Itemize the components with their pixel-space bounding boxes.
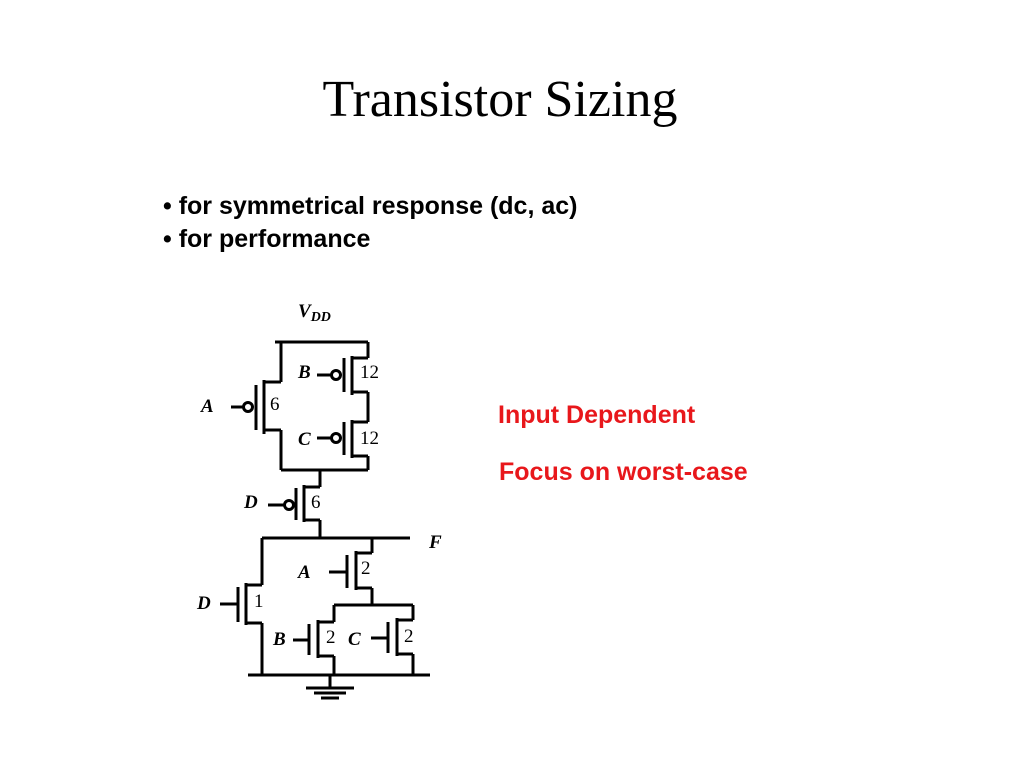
ground-icon — [306, 675, 354, 700]
slide-title: Transistor Sizing — [322, 71, 678, 128]
size-label: 2 — [404, 626, 414, 647]
gate-label: C — [348, 629, 361, 650]
size-label: 2 — [361, 558, 371, 579]
size-label: 2 — [326, 627, 336, 648]
nmos-d: D 1 — [196, 538, 264, 675]
gate-label: A — [297, 562, 311, 583]
size-label: 12 — [360, 428, 379, 449]
gate-label: D — [243, 492, 258, 513]
nmos-c: C 2 — [348, 605, 415, 675]
gate-label: C — [298, 429, 311, 450]
size-label: 6 — [311, 492, 321, 513]
gate-label: B — [272, 629, 286, 650]
bullet-item: • for performance — [163, 225, 371, 253]
pmos-b: B 12 — [297, 340, 379, 395]
size-label: 12 — [360, 362, 379, 383]
bullet-item: • for symmetrical response (dc, ac) — [163, 192, 578, 220]
gate-label: D — [196, 593, 211, 614]
size-label: 1 — [254, 591, 264, 612]
pmos-a: A 6 — [200, 342, 283, 434]
worst-case-note: Focus on worst-case — [499, 458, 748, 486]
bullet-list: • for symmetrical response (dc, ac) • fo… — [163, 190, 577, 256]
input-dependent-note: Input Dependent — [498, 401, 696, 429]
nmos-b: B 2 — [272, 605, 336, 675]
vdd-label: VDD — [298, 301, 331, 325]
size-label: 6 — [270, 394, 280, 415]
output-label: F — [428, 532, 442, 553]
gate-label: A — [200, 396, 214, 417]
pmos-c: C 12 — [298, 420, 379, 470]
nmos-a: A 2 — [297, 538, 374, 605]
gate-label: B — [297, 362, 311, 383]
pmos-d: D 6 — [243, 485, 322, 538]
